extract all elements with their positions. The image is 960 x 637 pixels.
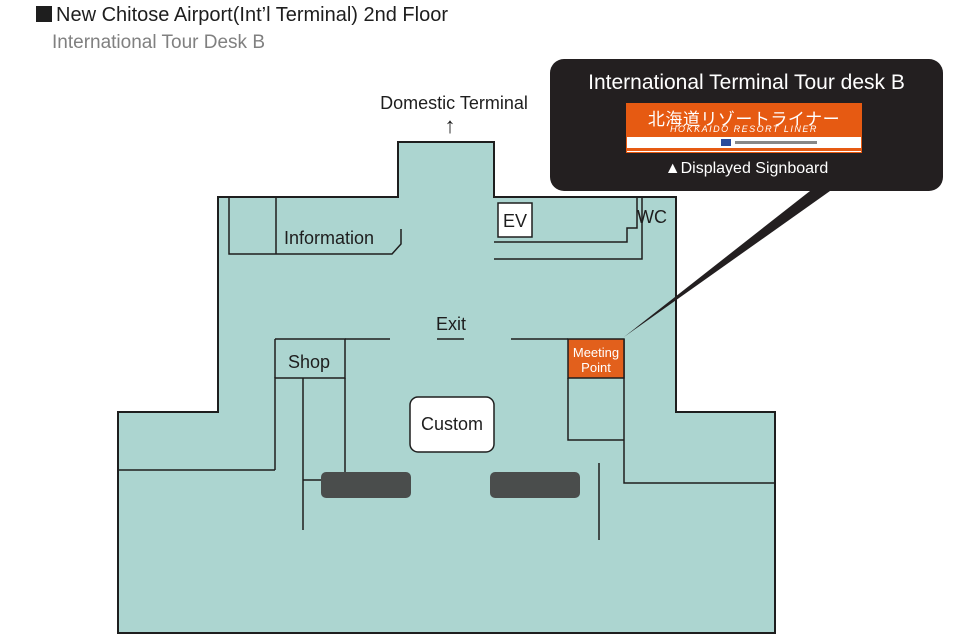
- wc-label: WC: [637, 207, 667, 227]
- custom-label: Custom: [421, 414, 483, 434]
- signboard-image: 北海道リゾートライナー HOKKAIDO RESORT LINER: [626, 103, 862, 153]
- signboard-band: [627, 104, 861, 137]
- exit-label: Exit: [436, 314, 466, 334]
- page-subtitle: International Tour Desk B: [52, 32, 265, 53]
- baggage-carousel-right: [490, 472, 580, 498]
- shop-label: Shop: [288, 352, 330, 372]
- signboard-english: HOKKAIDO RESORT LINER: [670, 124, 818, 134]
- up-arrow-icon: ↑: [445, 113, 456, 138]
- callout-title: International Terminal Tour desk B: [588, 71, 905, 94]
- service-block: [494, 197, 643, 260]
- meeting-point-label-line1: Meeting: [573, 345, 619, 360]
- signboard-japanese: 北海道リゾートライナー: [647, 110, 841, 129]
- meeting-point-box: [567, 338, 625, 379]
- meeting-point-label-line2: Point: [581, 360, 611, 375]
- baggage-carousel-left: [321, 472, 411, 498]
- ev-box: [497, 202, 533, 238]
- domestic-terminal-label: Domestic Terminal: [380, 93, 528, 113]
- company-name-bar: [735, 141, 817, 144]
- right-walls: [567, 339, 775, 540]
- callout-pointer: [624, 191, 830, 337]
- callout-caption: ▲Displayed Signboard: [664, 160, 829, 177]
- information-counter: [228, 197, 402, 255]
- ev-label: EV: [503, 211, 527, 231]
- title-text: New Chitose Airport(Int’l Terminal) 2nd …: [56, 4, 449, 26]
- company-logo-icon: [721, 139, 731, 146]
- page-title: New Chitose Airport(Int’l Terminal) 2nd …: [36, 4, 448, 27]
- floor-area: [117, 141, 776, 634]
- custom-box: [409, 396, 495, 453]
- square-bullet-icon: [36, 6, 52, 22]
- information-label: Information: [284, 228, 374, 248]
- signboard-callout: International Terminal Tour desk B 北海道リゾ…: [550, 59, 943, 191]
- signboard-stripe: [627, 148, 861, 151]
